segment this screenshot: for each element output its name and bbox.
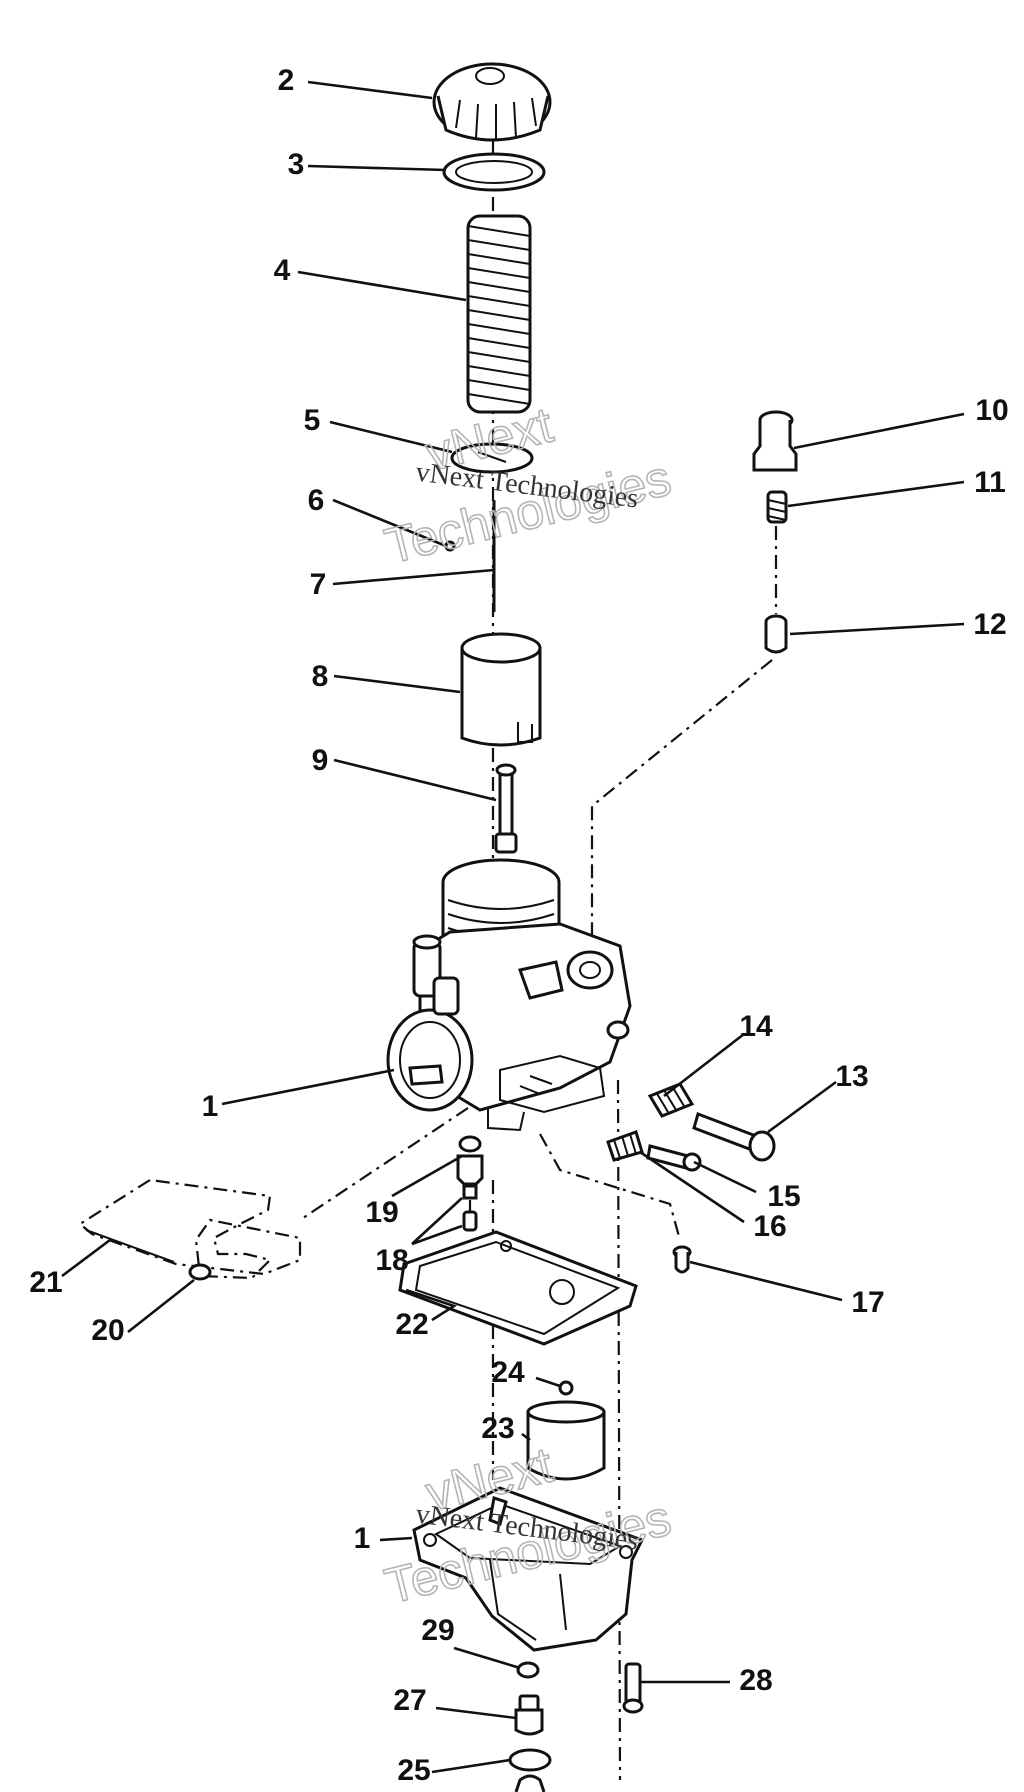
callout-29: 29 — [421, 1614, 454, 1647]
vent-connector — [299, 1107, 469, 1221]
part-starter-plunger — [764, 614, 788, 654]
callout-13: 13 — [835, 1060, 868, 1093]
callout-22: 22 — [395, 1308, 428, 1341]
part-pilot-screw-spring — [606, 1130, 644, 1162]
callout-4: 4 — [274, 254, 291, 287]
part-float-pin — [558, 1380, 574, 1396]
part-drain-plug-27 — [514, 1694, 544, 1736]
callout-7: 7 — [310, 568, 327, 601]
part-bottom-fitting — [514, 1774, 546, 1792]
callout-2: 2 — [278, 64, 295, 97]
part-vent-tube — [78, 1178, 302, 1281]
part-throttle-stop-screw — [692, 1112, 776, 1162]
part-spring — [466, 214, 532, 414]
part-carburetor-body — [386, 858, 632, 1132]
part-throttle-valve — [460, 632, 542, 747]
callout-23: 23 — [481, 1412, 514, 1445]
callout-14: 14 — [739, 1010, 773, 1043]
callout-16: 16 — [753, 1210, 786, 1243]
part-float-bowl-gasket — [398, 1230, 638, 1346]
callout-11: 11 — [974, 466, 1006, 499]
callout-28: 28 — [739, 1664, 772, 1697]
part-washer-29 — [516, 1661, 540, 1679]
callout-1-bowl: 1 — [354, 1522, 371, 1555]
part-needle-jet — [494, 763, 518, 854]
callout-8: 8 — [312, 660, 329, 693]
callout-24: 24 — [491, 1356, 525, 1389]
part-washer-19 — [458, 1135, 482, 1153]
callout-20: 20 — [91, 1314, 124, 1347]
idle-connector — [539, 1133, 682, 1241]
callout-6: 6 — [308, 484, 325, 517]
part-main-jet-18 — [456, 1154, 484, 1232]
starter-connector — [590, 659, 773, 946]
callout-25: 25 — [397, 1754, 430, 1787]
part-bowl-screw-28 — [622, 1662, 644, 1714]
part-drain-plug-17 — [672, 1245, 692, 1274]
callout-9: 9 — [312, 744, 329, 777]
body-axis-right — [616, 1079, 622, 1781]
part-pilot-screw — [646, 1144, 702, 1172]
callout-21: 21 — [29, 1266, 62, 1299]
callout-3: 3 — [288, 148, 305, 181]
part-throttle-stop-spring — [647, 1082, 695, 1118]
callout-17: 17 — [851, 1286, 884, 1319]
callout-18: 18 — [375, 1244, 408, 1277]
part-ring — [442, 152, 546, 192]
callout-12: 12 — [973, 608, 1006, 641]
callout-numbers: 2 3 4 5 6 7 8 9 10 11 12 1 14 13 15 16 1… — [29, 64, 1008, 1787]
leader-lines — [61, 80, 965, 1774]
part-cap — [432, 62, 552, 142]
callout-19: 19 — [365, 1196, 398, 1229]
callout-27: 27 — [393, 1684, 426, 1717]
part-starter-spring — [766, 490, 788, 524]
part-o-ring-25 — [508, 1748, 552, 1772]
part-float-bowl — [412, 1486, 645, 1652]
part-float — [526, 1400, 606, 1481]
part-retainer — [450, 442, 534, 474]
callout-5: 5 — [304, 404, 321, 437]
callout-15: 15 — [767, 1180, 800, 1213]
callout-1-body: 1 — [202, 1090, 219, 1123]
part-starter-plunger-cap — [752, 410, 798, 472]
callout-10: 10 — [975, 394, 1008, 427]
